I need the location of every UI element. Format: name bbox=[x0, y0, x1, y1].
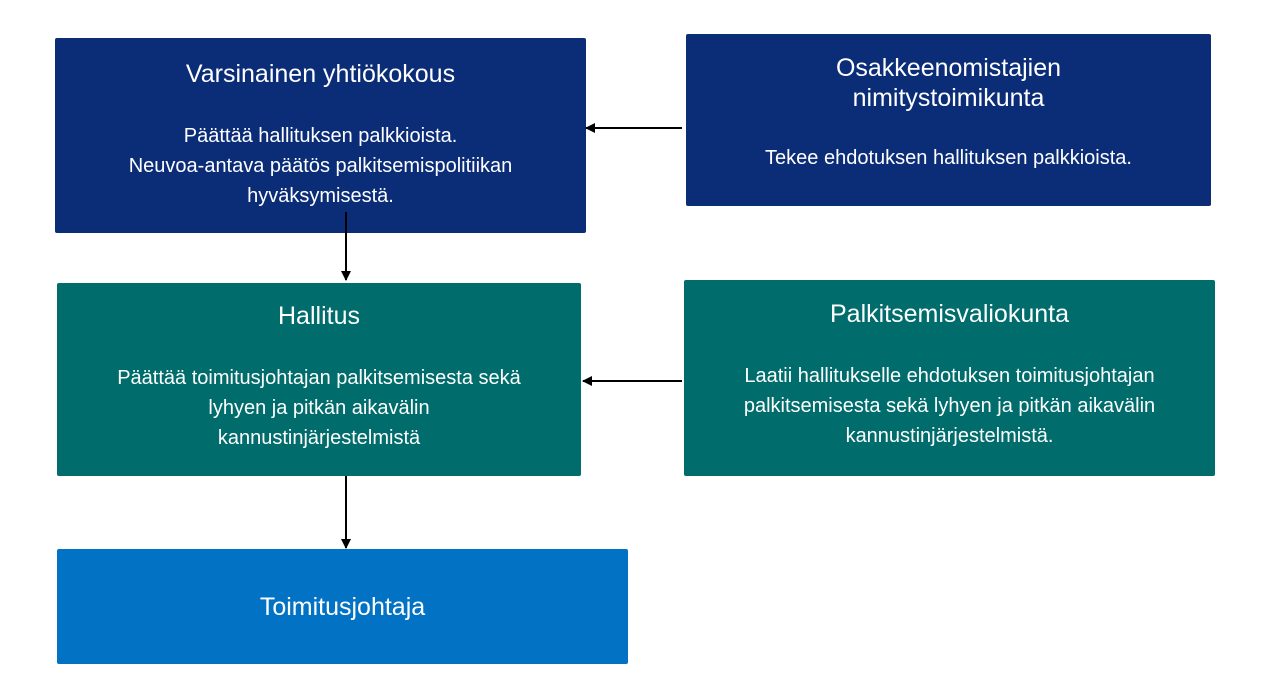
nomination-board-box: Osakkeenomistajien nimitystoimikunta Tek… bbox=[686, 34, 1211, 206]
agm-title: Varsinainen yhtiökokous bbox=[185, 60, 456, 88]
ceo-title: Toimitusjohtaja bbox=[259, 592, 426, 621]
board-box: Hallitus Päättää toimitusjohtajan palkit… bbox=[57, 283, 581, 476]
board-title: Hallitus bbox=[278, 302, 360, 330]
agm-box: Varsinainen yhtiökokous Päättää hallituk… bbox=[55, 38, 586, 233]
remuneration-committee-description: Laatii hallitukselle ehdotuksen toimitus… bbox=[743, 365, 1156, 447]
ceo-box: Toimitusjohtaja bbox=[57, 549, 628, 664]
board-description: Päättää toimitusjohtajan palkitsemisesta… bbox=[117, 367, 521, 449]
nomination-board-description: Tekee ehdotuksen hallituksen palkkioista… bbox=[765, 147, 1132, 169]
remuneration-committee-title: Palkitsemisvaliokunta bbox=[830, 300, 1069, 328]
nomination-board-title: Osakkeenomistajien nimitystoimikunta bbox=[835, 54, 1062, 112]
agm-description: Päättää hallituksen palkkioista. Neuvoa-… bbox=[128, 125, 513, 207]
remuneration-committee-box: Palkitsemisvaliokunta Laatii hallituksel… bbox=[684, 280, 1215, 476]
